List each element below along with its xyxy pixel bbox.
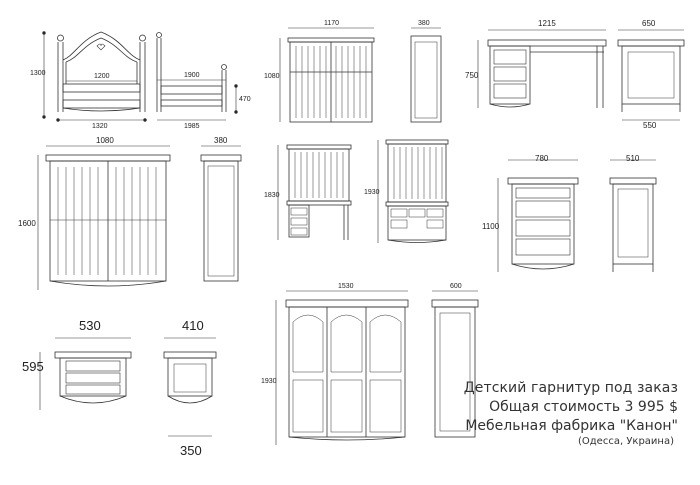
nightstand-front-view [39, 337, 132, 410]
dim-hutch-depth: 380 [418, 20, 430, 27]
bed-height-dim [42, 31, 46, 119]
desk-front-view [477, 29, 607, 108]
dim-desk-set-height-2: 1930 [364, 189, 380, 196]
hutch-dims [279, 27, 374, 122]
dim-wardrobe-width: 1530 [338, 283, 354, 290]
caption-factory: Мебельная фабрика "Канон" [465, 418, 678, 434]
desk-set-1 [277, 144, 352, 240]
dim-wardrobe-height: 1930 [261, 378, 277, 385]
chest-front-view [497, 159, 579, 272]
dim-nightstand-depth: 410 [182, 318, 204, 333]
desk-side-view [617, 29, 685, 121]
dim-desk-side-depth: 550 [643, 121, 657, 130]
dim-chest-depth: 510 [626, 154, 640, 163]
dim-desk-width: 1215 [538, 19, 556, 28]
dim-chest-height: 1100 [482, 222, 500, 231]
dim-nightstand-side-depth: 350 [180, 443, 202, 458]
dim-bed-side-length: 1900 [184, 72, 200, 79]
bed-length-dims [157, 79, 238, 121]
hutch-side-view [410, 27, 442, 123]
dim-bookcase-height: 1600 [18, 219, 36, 228]
dim-nightstand-width: 530 [79, 318, 101, 333]
bed-width-dim [56, 118, 147, 122]
caption-title: Детский гарнитур под заказ [463, 380, 678, 396]
caption-location: (Одесса, Украина) [578, 436, 674, 447]
hutch-front-view [287, 37, 375, 123]
dim-nightstand-height: 595 [22, 359, 44, 374]
dim-bed-length: 1985 [184, 123, 200, 130]
bed-side-view [156, 32, 227, 112]
dim-desk-height: 750 [465, 71, 479, 80]
desk-set-2 [377, 139, 449, 243]
dim-hutch-width: 1170 [324, 20, 339, 27]
bookcase-side-view [200, 145, 242, 282]
bed-front-view [57, 31, 146, 112]
dim-bookcase-width: 1080 [96, 136, 114, 145]
dim-chest-width: 780 [535, 154, 549, 163]
dim-bed-rail-height: 470 [239, 96, 251, 103]
wardrobe-front-view [275, 290, 409, 445]
dim-bed-inner-width: 1200 [94, 73, 110, 80]
dim-desk-depth: 650 [642, 19, 656, 28]
dim-bookcase-depth: 380 [214, 136, 228, 145]
dim-bed-height: 1300 [30, 70, 46, 77]
dim-hutch-height: 1080 [264, 73, 280, 80]
dim-bed-width: 1320 [92, 123, 108, 130]
wardrobe-side-view [431, 290, 479, 438]
bookcase-front-view [37, 145, 171, 290]
dim-wardrobe-depth: 600 [450, 283, 462, 290]
chest-side-view [609, 159, 657, 272]
caption-price: Общая стоимость 3 995 $ [489, 399, 678, 415]
nightstand-side-view [163, 337, 217, 437]
dim-desk-set-height-1: 1830 [264, 192, 280, 199]
